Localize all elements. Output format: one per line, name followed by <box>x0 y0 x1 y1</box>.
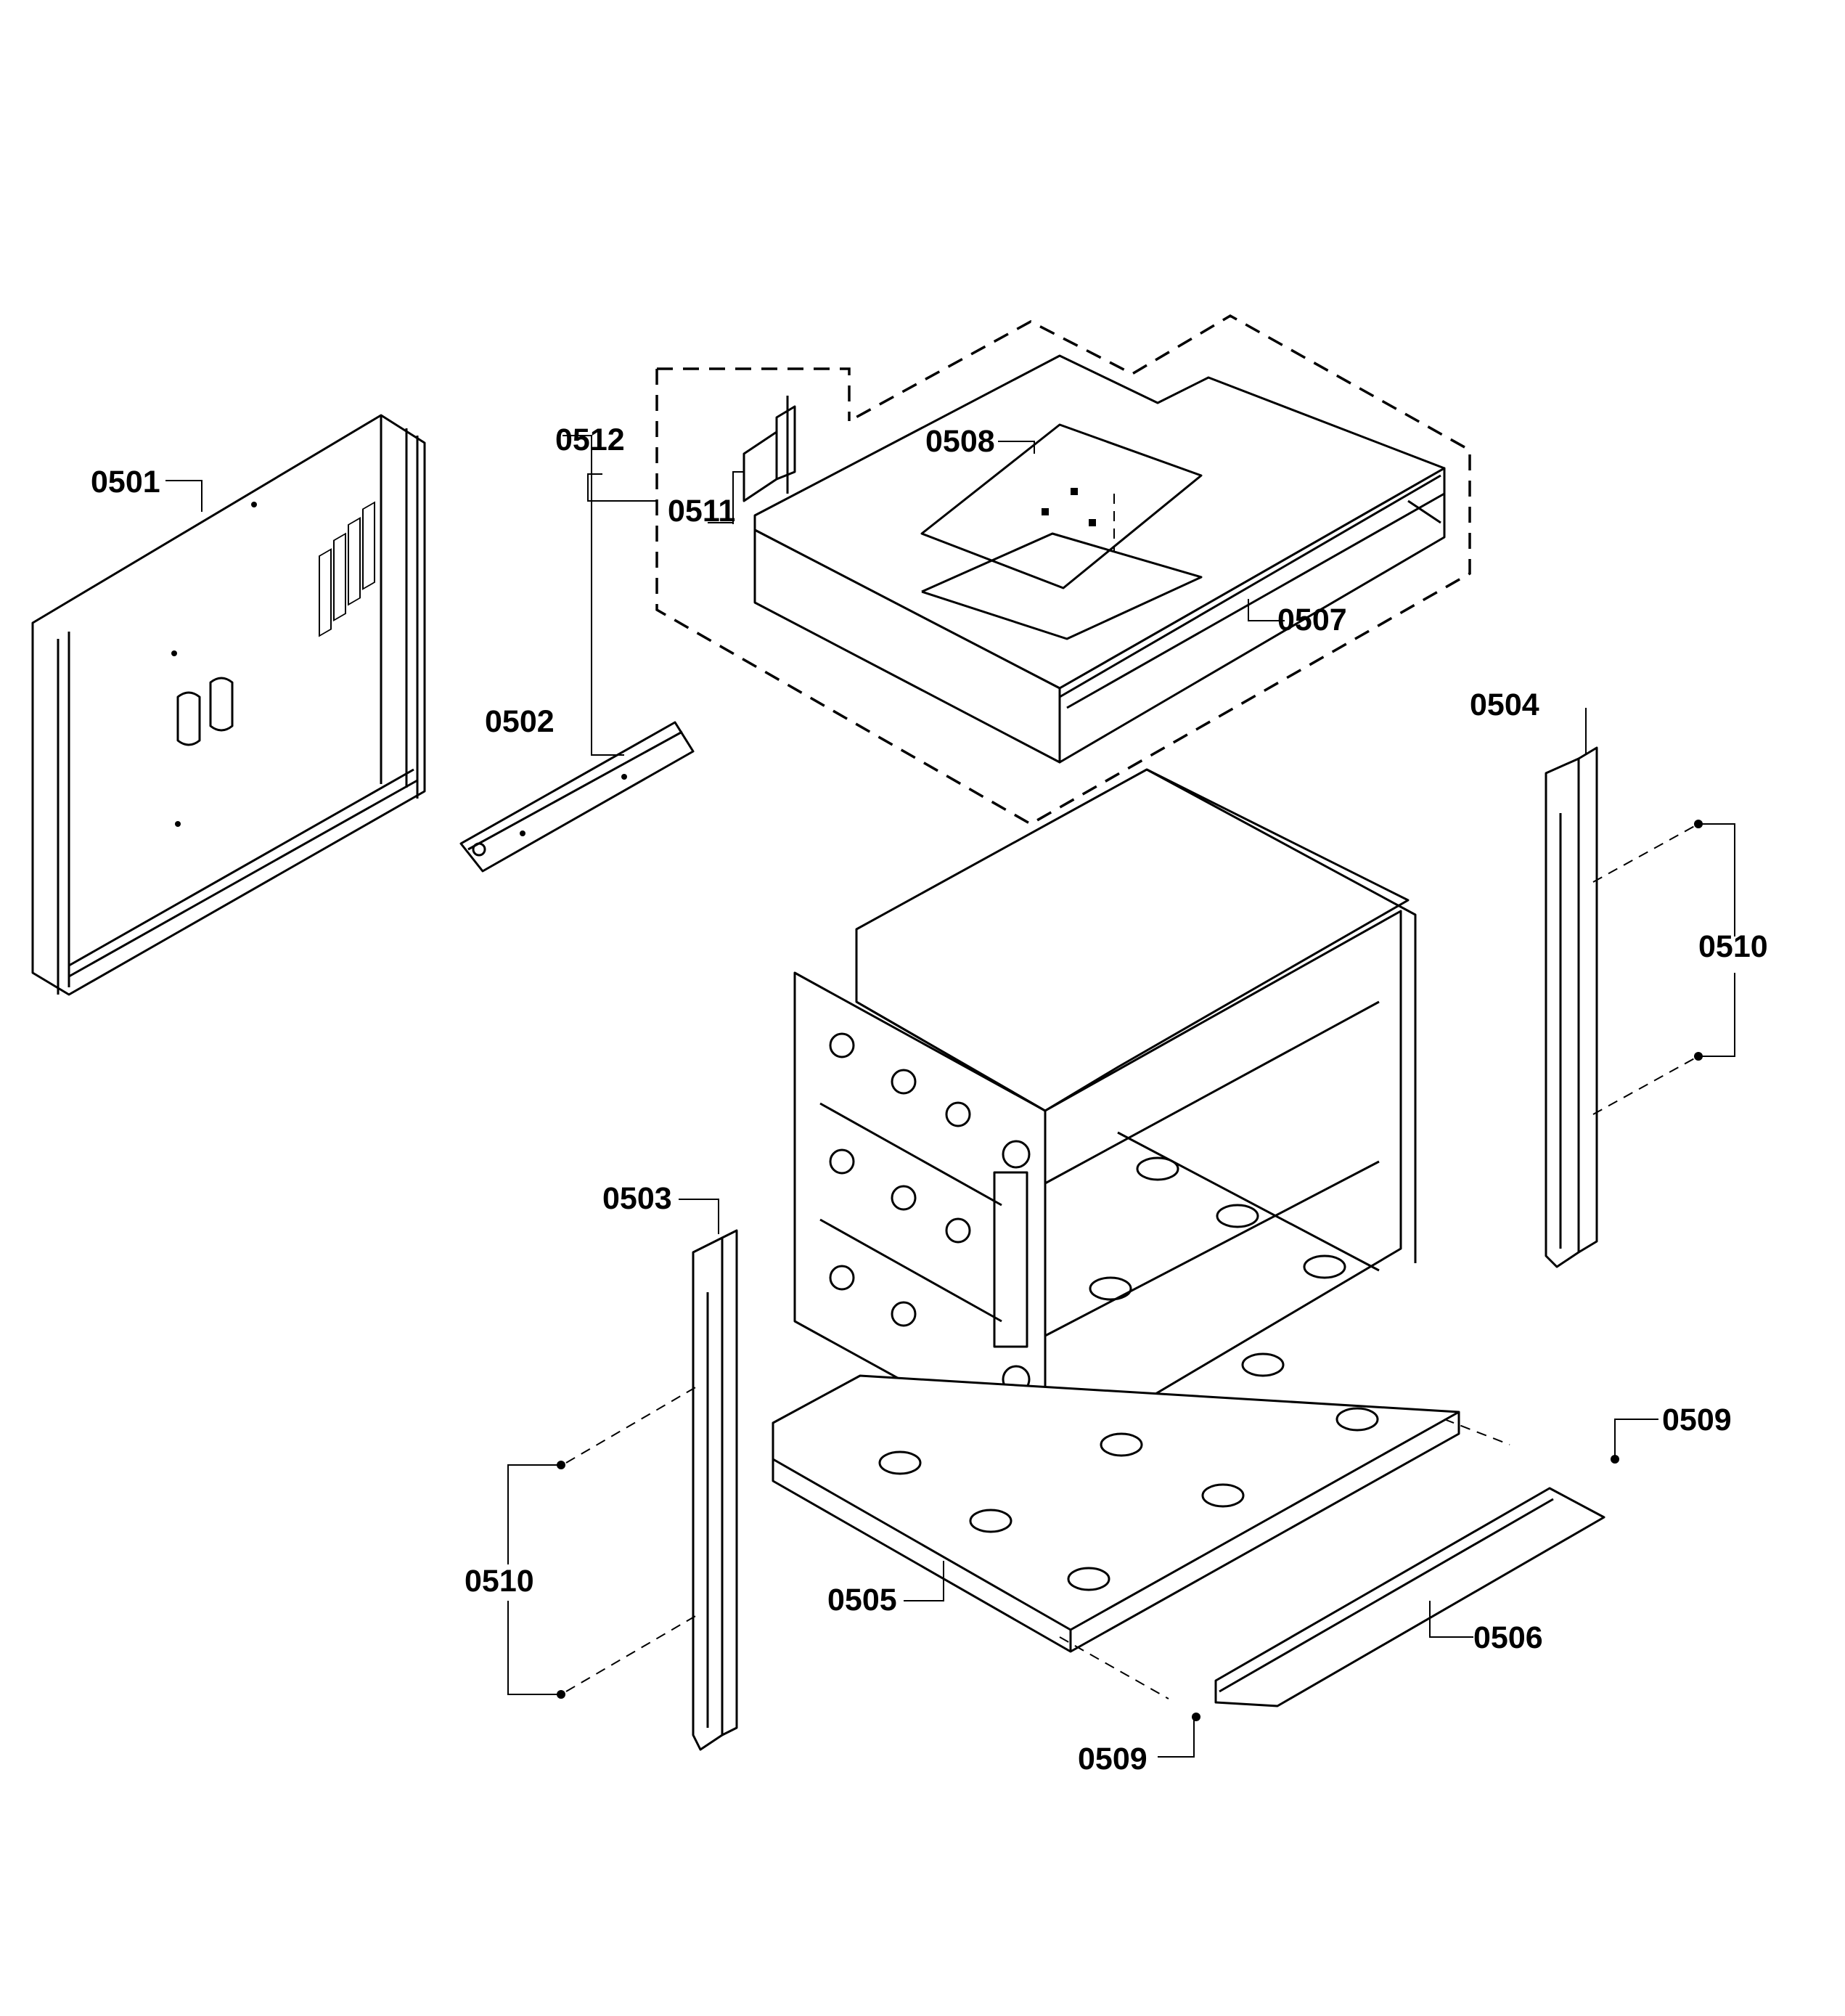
part-0511-small-bracket <box>742 396 796 502</box>
vent-cutout <box>176 677 234 746</box>
part-0502-bracket <box>459 721 695 873</box>
floor-embossing <box>1060 1156 1346 1424</box>
oven-cavity-body <box>793 768 1417 1461</box>
label-0512: 0512 <box>555 423 625 457</box>
label-0504: 0504 <box>1470 687 1539 722</box>
part-0508-plate <box>920 423 1203 640</box>
label-0505: 0505 <box>827 1583 897 1617</box>
label-0510-left: 0510 <box>465 1564 534 1599</box>
label-0503: 0503 <box>602 1181 672 1216</box>
part-0504-right-trim <box>1545 746 1703 1268</box>
label-0511: 0511 <box>668 494 735 529</box>
vent-slots <box>319 501 375 637</box>
part-0503-left-trim <box>557 1229 738 1751</box>
label-0507: 0507 <box>1277 603 1347 637</box>
part-0505-bottom-tray <box>772 1352 1510 1699</box>
part-0501-side-panel <box>31 414 426 996</box>
label-0506: 0506 <box>1473 1620 1543 1655</box>
part-0506-front-rail <box>1192 1455 1619 1721</box>
label-0508: 0508 <box>925 424 995 459</box>
top-assembly-dashed-frame <box>655 314 1471 826</box>
side-embossing <box>829 1032 1031 1394</box>
label-0509-top: 0509 <box>1662 1403 1732 1437</box>
label-0501: 0501 <box>91 465 160 499</box>
label-0509-bottom: 0509 <box>1078 1742 1148 1776</box>
callout-labels: 0501 0512 0511 0508 0507 0502 0504 0510 … <box>91 423 1768 1776</box>
label-0510-right: 0510 <box>1698 929 1768 964</box>
leader-lines <box>165 435 1735 1758</box>
label-0502: 0502 <box>485 704 555 739</box>
